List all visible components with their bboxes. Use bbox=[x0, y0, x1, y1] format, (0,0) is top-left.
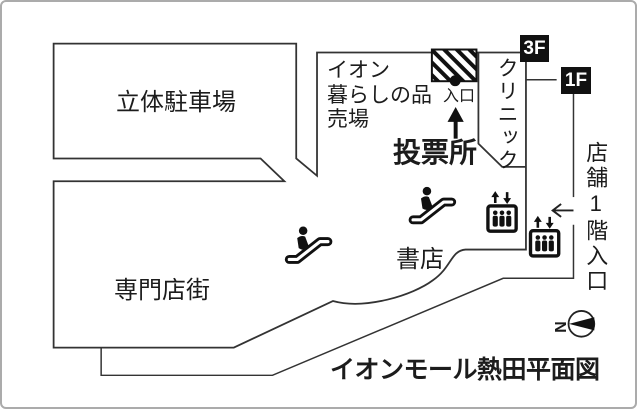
clinic-wall bbox=[477, 52, 526, 168]
entrance-label: 入口 bbox=[443, 88, 476, 105]
compass-north-label: N bbox=[550, 321, 568, 333]
aeon-label-line2: 暮らしの品 bbox=[327, 83, 432, 107]
elevator-icon bbox=[486, 189, 518, 233]
aeon-label-line1: イオン bbox=[327, 59, 390, 82]
compass-icon bbox=[567, 310, 596, 338]
store-1f-entrance-label: 店舗1階入口 bbox=[583, 141, 609, 294]
aeon-sales-floor-label: イオン 暮らしの品 売場 bbox=[327, 59, 432, 133]
walkway-outline bbox=[100, 224, 575, 377]
entrance-dot-icon bbox=[449, 75, 461, 87]
bookstore-label: 書店 bbox=[396, 246, 444, 273]
floor-badge-1f: 1F bbox=[561, 67, 591, 94]
escalator-icon bbox=[413, 187, 452, 220]
up-arrow-icon bbox=[447, 106, 464, 139]
escalator-icon bbox=[289, 226, 328, 259]
floor-badge-3f: 3F bbox=[520, 35, 549, 62]
aeon-label-line3: 売場 bbox=[327, 108, 369, 131]
building-outline bbox=[52, 42, 527, 349]
clinic-label: クリニック bbox=[495, 57, 519, 172]
specialty-street-label: 専門店街 bbox=[114, 277, 210, 304]
elevator-icon bbox=[528, 214, 561, 258]
plan-title: イオンモール熱田平面図 bbox=[330, 356, 600, 384]
parking-label: 立体駐車場 bbox=[116, 89, 236, 116]
left-arrow-icon bbox=[551, 203, 574, 218]
polling-place-label: 投票所 bbox=[393, 137, 478, 168]
